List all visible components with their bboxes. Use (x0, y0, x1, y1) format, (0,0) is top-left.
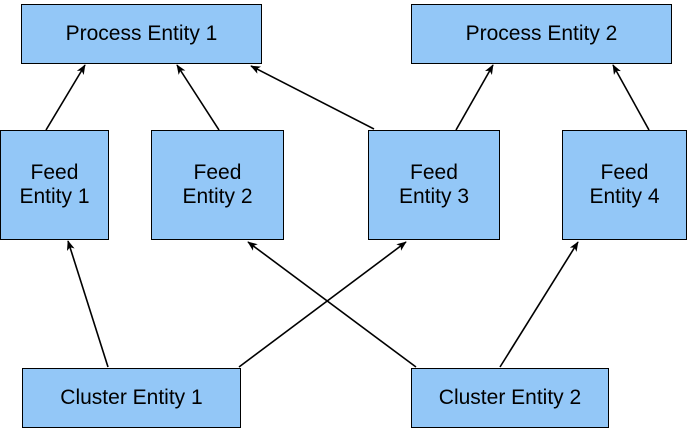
node-process-entity-2[interactable]: Process Entity 2 (411, 4, 672, 64)
edge-cluster2-feed2 (247, 241, 417, 368)
edge-feed1-process1 (45, 64, 86, 131)
node-label: Cluster Entity 1 (60, 386, 203, 410)
edge-cluster2-feed4 (499, 241, 579, 368)
node-process-entity-1[interactable]: Process Entity 1 (21, 4, 262, 64)
node-label: Cluster Entity 2 (438, 386, 582, 410)
node-label: Feed Entity 3 (398, 161, 470, 208)
edge-feed3-process1 (250, 65, 375, 130)
edge-feed4-process2 (612, 64, 650, 131)
node-feed-entity-3[interactable]: Feed Entity 3 (368, 130, 500, 240)
node-cluster-entity-2[interactable]: Cluster Entity 2 (411, 368, 609, 428)
edge-cluster1-feed1 (66, 240, 109, 368)
edge-feed2-process1 (176, 64, 220, 131)
node-label: Process Entity 1 (65, 22, 218, 46)
node-feed-entity-2[interactable]: Feed Entity 2 (151, 130, 284, 240)
node-label: Process Entity 2 (465, 22, 618, 46)
edge-cluster1-feed3 (238, 241, 407, 368)
edge-feed3-process2 (455, 64, 494, 131)
node-label: Feed Entity 1 (19, 161, 90, 208)
node-label: Feed Entity 2 (182, 161, 253, 208)
node-label: Feed Entity 4 (589, 161, 660, 208)
node-feed-entity-1[interactable]: Feed Entity 1 (0, 130, 109, 240)
node-feed-entity-4[interactable]: Feed Entity 4 (562, 130, 687, 240)
node-cluster-entity-1[interactable]: Cluster Entity 1 (22, 368, 241, 428)
